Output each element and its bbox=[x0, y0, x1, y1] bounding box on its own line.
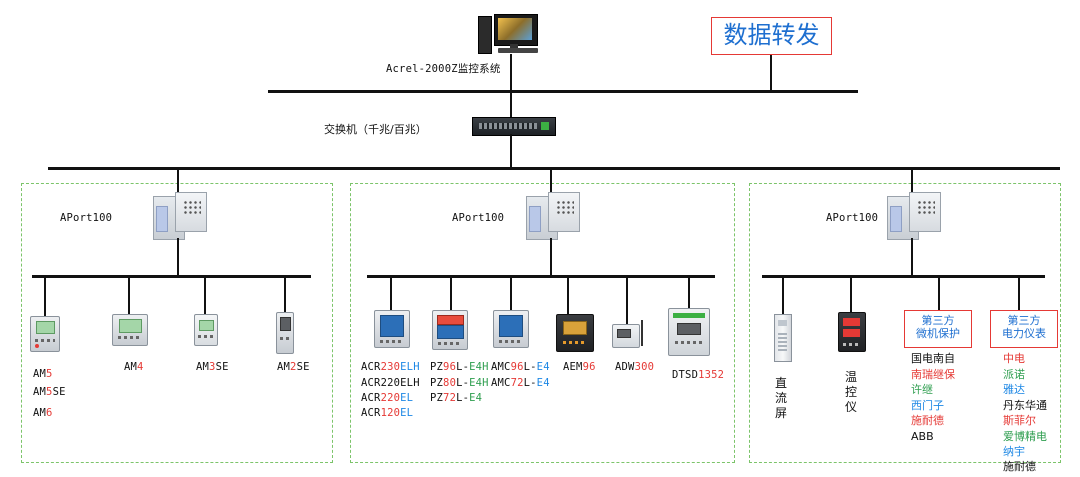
antenna-icon bbox=[641, 320, 643, 346]
label-dc-screen: 直流屏 bbox=[775, 376, 788, 420]
drop-am3se bbox=[204, 278, 206, 314]
gateway-3-icon bbox=[887, 192, 941, 240]
gw2-drop bbox=[550, 170, 552, 192]
sub-bus-3 bbox=[762, 275, 1045, 278]
label-acr-220el: ACR220EL bbox=[361, 392, 414, 404]
drop-adw bbox=[626, 278, 628, 324]
vendor-siemens: 西门子 bbox=[911, 399, 944, 412]
dc-screen-cabinet-icon bbox=[774, 314, 792, 362]
label-amc96: AMC96L-E4 bbox=[491, 361, 550, 373]
vendor-guodian: 国电南自 bbox=[911, 352, 955, 365]
drop-amc bbox=[510, 278, 512, 310]
drop-aem bbox=[567, 278, 569, 314]
forward-link bbox=[770, 55, 772, 90]
label-acr-220elh: ACR220ELH bbox=[361, 377, 420, 389]
aem-device-icon bbox=[556, 314, 594, 352]
drop-am2se bbox=[284, 278, 286, 312]
switch-downlink bbox=[510, 134, 512, 168]
am2se-device-icon bbox=[276, 312, 294, 354]
label-pz80: PZ80L-E4H bbox=[430, 377, 489, 389]
am3se-device-icon bbox=[194, 314, 218, 346]
switch-icon bbox=[472, 117, 556, 136]
vendor-schneider-b: 施耐德 bbox=[1003, 460, 1036, 473]
third-party-meter-box: 第三方 电力仪表 bbox=[990, 310, 1058, 348]
gateway-1-label: APort100 bbox=[60, 212, 113, 224]
panel-group-3 bbox=[749, 183, 1061, 463]
vendor-xuji: 许继 bbox=[911, 383, 933, 396]
drop-dc bbox=[782, 278, 784, 314]
amc-device-icon bbox=[493, 310, 529, 348]
label-acr-120el: ACR120EL bbox=[361, 407, 414, 419]
drop-pz bbox=[450, 278, 452, 310]
box2-line1: 第三方 bbox=[1007, 314, 1041, 327]
gw1-drop bbox=[177, 170, 179, 192]
sub-bus-1 bbox=[32, 275, 311, 278]
vendor-schneider-a: 施耐德 bbox=[911, 414, 944, 427]
label-temp-ctrl: 温控仪 bbox=[845, 370, 858, 414]
drop-am5 bbox=[44, 278, 46, 316]
label-adw300: ADW300 bbox=[615, 361, 655, 373]
label-pz96: PZ96L-E4H bbox=[430, 361, 489, 373]
vendor-nayu: 纳宇 bbox=[1003, 445, 1025, 458]
dtsd-device-icon bbox=[668, 308, 710, 356]
page-title: 数据转发 bbox=[711, 17, 832, 55]
label-aem96: AEM96 bbox=[563, 361, 596, 373]
gateway-2-label: APort100 bbox=[452, 212, 505, 224]
vendor-zhongdian: 中电 bbox=[1003, 352, 1025, 365]
label-dtsd1352: DTSD1352 bbox=[672, 369, 725, 381]
label-am6: AM6 bbox=[33, 407, 53, 419]
am5-device-icon bbox=[30, 316, 60, 352]
drop-am4 bbox=[128, 278, 130, 314]
gw1-sub bbox=[177, 238, 179, 276]
vendor-aibo: 爱博精电 bbox=[1003, 430, 1047, 443]
label-am5se: AM5SE bbox=[33, 386, 66, 398]
drop-temp bbox=[850, 278, 852, 312]
label-am5: AM5 bbox=[33, 368, 53, 380]
acr-device-icon bbox=[374, 310, 410, 348]
vendor-sifeier: 斯菲尔 bbox=[1003, 414, 1036, 427]
temp-controller-icon bbox=[838, 312, 866, 352]
box2-line2: 电力仪表 bbox=[1002, 327, 1046, 340]
gateway-2-icon bbox=[526, 192, 580, 240]
computer-link bbox=[510, 54, 512, 90]
gw3-drop bbox=[911, 170, 913, 192]
vendor-painuo: 派诺 bbox=[1003, 368, 1025, 381]
main-bus bbox=[48, 167, 1060, 170]
gw3-sub bbox=[911, 238, 913, 276]
label-acr-230: ACR230ELH bbox=[361, 361, 420, 373]
drop-protect bbox=[938, 278, 940, 310]
box1-line2: 微机保护 bbox=[916, 327, 960, 340]
drop-dtsd bbox=[688, 278, 690, 308]
gateway-3-label: APort100 bbox=[826, 212, 879, 224]
label-amc72: AMC72L-E4 bbox=[491, 377, 550, 389]
gw2-sub bbox=[550, 238, 552, 276]
label-pz72: PZ72L-E4 bbox=[430, 392, 483, 404]
vendor-yada: 雅达 bbox=[1003, 383, 1025, 396]
switch-label: 交换机（千兆/百兆） bbox=[324, 123, 427, 136]
drop-meter bbox=[1018, 278, 1020, 310]
sub-bus-2 bbox=[367, 275, 715, 278]
panel-group-2 bbox=[350, 183, 735, 463]
gateway-1-icon bbox=[153, 192, 207, 240]
am4-device-icon bbox=[112, 314, 148, 346]
system-label: Acrel-2000Z监控系统 bbox=[386, 63, 501, 75]
label-am2se: AM2SE bbox=[277, 361, 310, 373]
adw-device-icon bbox=[612, 324, 640, 348]
drop-acr bbox=[390, 278, 392, 310]
label-am3se: AM3SE bbox=[196, 361, 229, 373]
vendor-dandong: 丹东华通 bbox=[1003, 399, 1047, 412]
vendor-nari: 南瑞继保 bbox=[911, 368, 955, 381]
vendor-abb: ABB bbox=[911, 430, 934, 443]
switch-uplink bbox=[510, 93, 512, 117]
label-am4: AM4 bbox=[124, 361, 144, 373]
third-party-protection-box: 第三方 微机保护 bbox=[904, 310, 972, 348]
box1-line1: 第三方 bbox=[921, 314, 955, 327]
top-bus bbox=[268, 90, 858, 93]
computer-icon bbox=[478, 14, 544, 54]
pz-device-icon bbox=[432, 310, 468, 350]
